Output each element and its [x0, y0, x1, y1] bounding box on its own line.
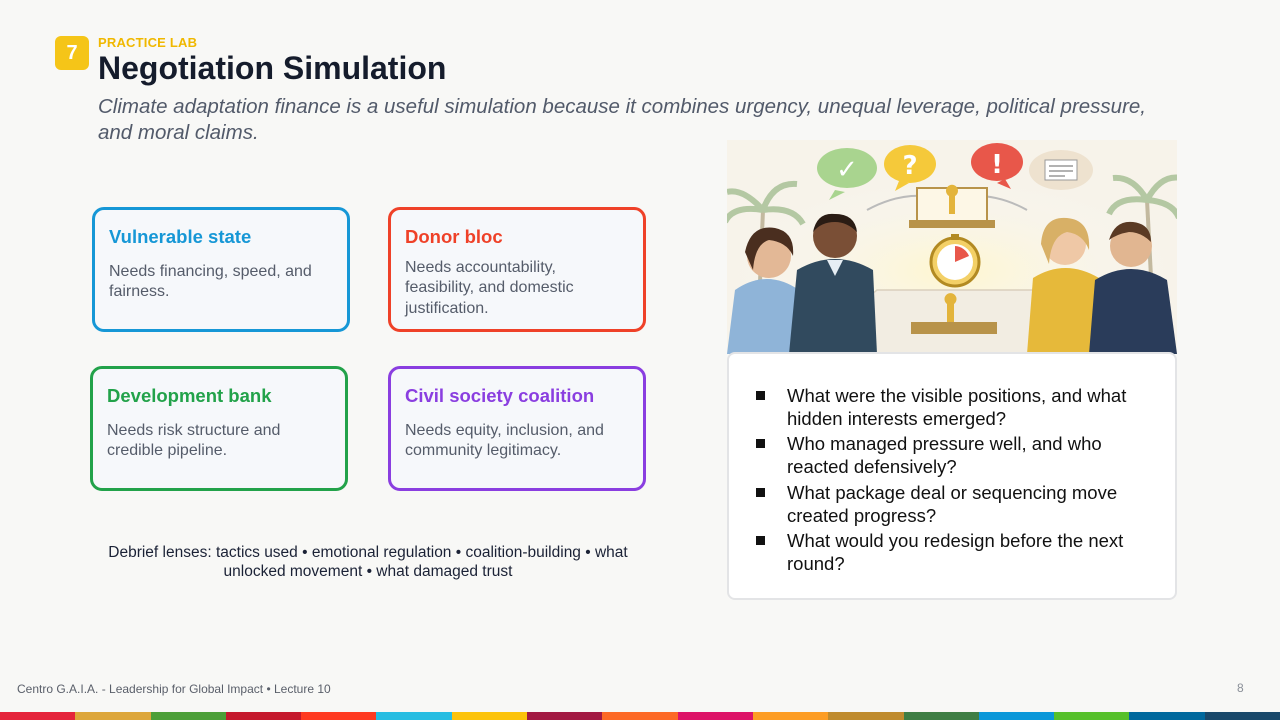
stripe-segment	[752, 712, 829, 720]
card-title: Vulnerable state	[109, 226, 252, 247]
stripe-segment	[75, 712, 151, 720]
color-stripe	[0, 712, 1280, 720]
bullet-square-icon	[756, 487, 765, 497]
stripe-segment	[1204, 712, 1280, 720]
stripe-segment	[903, 712, 979, 720]
list-item: What would you redesign before the next …	[753, 529, 1151, 575]
person-man-right	[1089, 221, 1177, 354]
bullet-square-icon	[756, 535, 765, 545]
document-bubble-icon	[1029, 150, 1093, 190]
stopwatch-icon	[929, 234, 981, 288]
stripe-segment	[828, 712, 904, 720]
bullet-square-icon	[756, 439, 765, 449]
stripe-segment	[1054, 712, 1130, 720]
stripe-segment	[527, 712, 603, 720]
card-vulnerable-state: Vulnerable state Needs financing, speed,…	[92, 207, 350, 332]
person-woman-left	[727, 227, 809, 354]
question-bubble-icon: ?	[884, 145, 936, 191]
card-development-bank: Development bank Needs risk structure an…	[90, 366, 348, 491]
debrief-lenses: Debrief lenses: tactics used • emotional…	[108, 544, 628, 581]
footer-text: Centro G.A.I.A. - Leadership for Global …	[17, 682, 331, 696]
person-woman-right	[1027, 217, 1107, 354]
question-text: What would you redesign before the next …	[787, 529, 1124, 574]
page-number: 8	[1237, 681, 1244, 695]
stripe-segment	[978, 712, 1055, 720]
check-mark: ✓	[836, 155, 858, 185]
question-mark: ?	[902, 151, 917, 181]
card-text: Needs equity, inclusion, and community l…	[405, 422, 604, 460]
check-bubble-icon: ✓	[817, 148, 877, 200]
debrief-questions-panel: What were the visible positions, and wha…	[727, 352, 1177, 600]
list-item: What were the visible positions, and wha…	[753, 384, 1151, 430]
list-item: Who managed pressure well, and who react…	[753, 432, 1151, 478]
exclamation-bubble-icon: !	[971, 143, 1023, 189]
board-top	[909, 184, 995, 228]
stripe-segment	[225, 712, 302, 720]
page-subtitle: Climate adaptation finance is a useful s…	[98, 95, 1146, 145]
stripe-segment	[602, 712, 678, 720]
section-number-badge: 7	[55, 36, 89, 70]
negotiation-scene-image: ✓ ? !	[727, 140, 1177, 354]
card-donor-bloc: Donor bloc Needs accountability, feasibi…	[388, 207, 646, 332]
card-text: Needs risk structure and credible pipeli…	[107, 422, 281, 460]
stripe-segment	[376, 712, 452, 720]
question-text: Who managed pressure well, and who react…	[787, 433, 1102, 478]
card-civil-society-coalition: Civil society coalition Needs equity, in…	[388, 366, 646, 491]
stripe-segment	[677, 712, 753, 720]
question-text: What were the visible positions, and wha…	[787, 385, 1127, 430]
card-title: Development bank	[107, 385, 272, 406]
stripe-segment	[150, 712, 226, 720]
page-title: Negotiation Simulation	[98, 50, 447, 86]
stripe-segment	[451, 712, 528, 720]
stripe-segment	[301, 712, 377, 720]
person-man-center-left	[789, 213, 877, 354]
stripe-segment	[0, 712, 76, 720]
card-title: Civil society coalition	[405, 385, 595, 406]
stripe-segment	[1129, 712, 1205, 720]
question-list: What were the visible positions, and wha…	[753, 384, 1151, 575]
list-item: What package deal or sequencing move cre…	[753, 481, 1151, 527]
question-text: What package deal or sequencing move cre…	[787, 481, 1118, 526]
exclamation-mark: !	[991, 150, 1003, 180]
negotiation-illustration: ✓ ? !	[727, 140, 1177, 354]
card-text: Needs accountability, feasibility, and d…	[405, 259, 574, 317]
card-title: Donor bloc	[405, 226, 503, 247]
eyebrow-label: PRACTICE LAB	[98, 35, 198, 50]
bullet-square-icon	[756, 391, 765, 400]
card-text: Needs financing, speed, and fairness.	[109, 263, 312, 301]
